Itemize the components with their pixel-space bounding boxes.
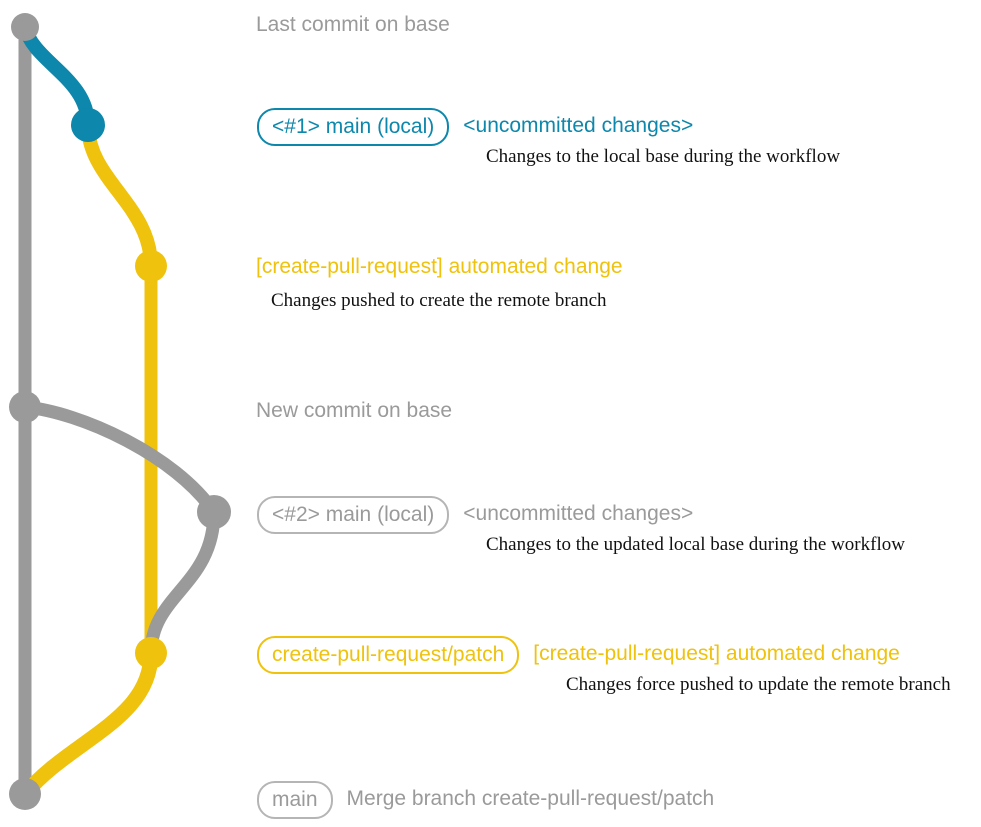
commit-subtitle-remote-patch: Changes force pushed to update the remot… <box>566 674 951 695</box>
commit-headline-merge-branch: Merge branch create-pull-request/patch <box>346 787 715 810</box>
branch-pill-main[interactable]: main <box>257 781 333 819</box>
commit-subtitle-local-2: Changes to the updated local base during… <box>486 534 905 555</box>
updated-base-branch-line <box>18 400 221 519</box>
commit-headline-automated-change-1: [create-pull-request] automated change <box>256 255 623 278</box>
commit-row-remote-create: [create-pull-request] automated change <box>256 254 623 279</box>
updated-base-to-patch-line <box>144 505 221 660</box>
commit-headline-last-commit-on-base: Last commit on base <box>256 13 450 36</box>
commit-node-base-merge[interactable] <box>9 778 41 810</box>
commit-subtitle-local-1: Changes to the local base during the wor… <box>486 146 841 167</box>
commit-headline-new-commit-on-base: New commit on base <box>256 399 453 422</box>
remote-branch-create-line <box>81 118 158 273</box>
commit-node-remote-patch[interactable] <box>135 637 167 669</box>
branch-pill-main-local-1[interactable]: <#1> main (local) <box>257 108 450 146</box>
commit-headline-uncommitted-changes-2: <uncommitted changes> <box>463 502 694 525</box>
commit-node-local-2[interactable] <box>197 495 231 529</box>
commit-headline-automated-change-2: [create-pull-request] automated change <box>533 642 900 665</box>
commit-node-local-1[interactable] <box>71 108 105 142</box>
commit-row-merge: main Merge branch create-pull-request/pa… <box>257 781 714 819</box>
commit-row-last-commit-on-base: Last commit on base <box>256 12 450 37</box>
commit-row-local-2: <#2> main (local) <uncommitted changes> <box>257 496 693 534</box>
commit-node-remote-create[interactable] <box>135 250 167 282</box>
merge-into-base-line <box>17 645 159 802</box>
commit-row-remote-patch: create-pull-request/patch [create-pull-r… <box>257 636 900 674</box>
commit-headline-uncommitted-changes-1: <uncommitted changes> <box>463 114 694 137</box>
commit-row-new-commit-on-base: New commit on base <box>256 398 452 423</box>
commit-row-local-1: <#1> main (local) <uncommitted changes> <box>257 108 693 146</box>
branch-pill-create-pull-request-patch[interactable]: create-pull-request/patch <box>257 636 520 674</box>
commit-node-base-new[interactable] <box>9 391 41 423</box>
commit-subtitle-remote-create: Changes pushed to create the remote bran… <box>271 290 607 311</box>
branch-pill-main-local-2[interactable]: <#2> main (local) <box>257 496 450 534</box>
commit-node-base-last[interactable] <box>11 13 39 41</box>
local-branch-line <box>18 20 95 132</box>
